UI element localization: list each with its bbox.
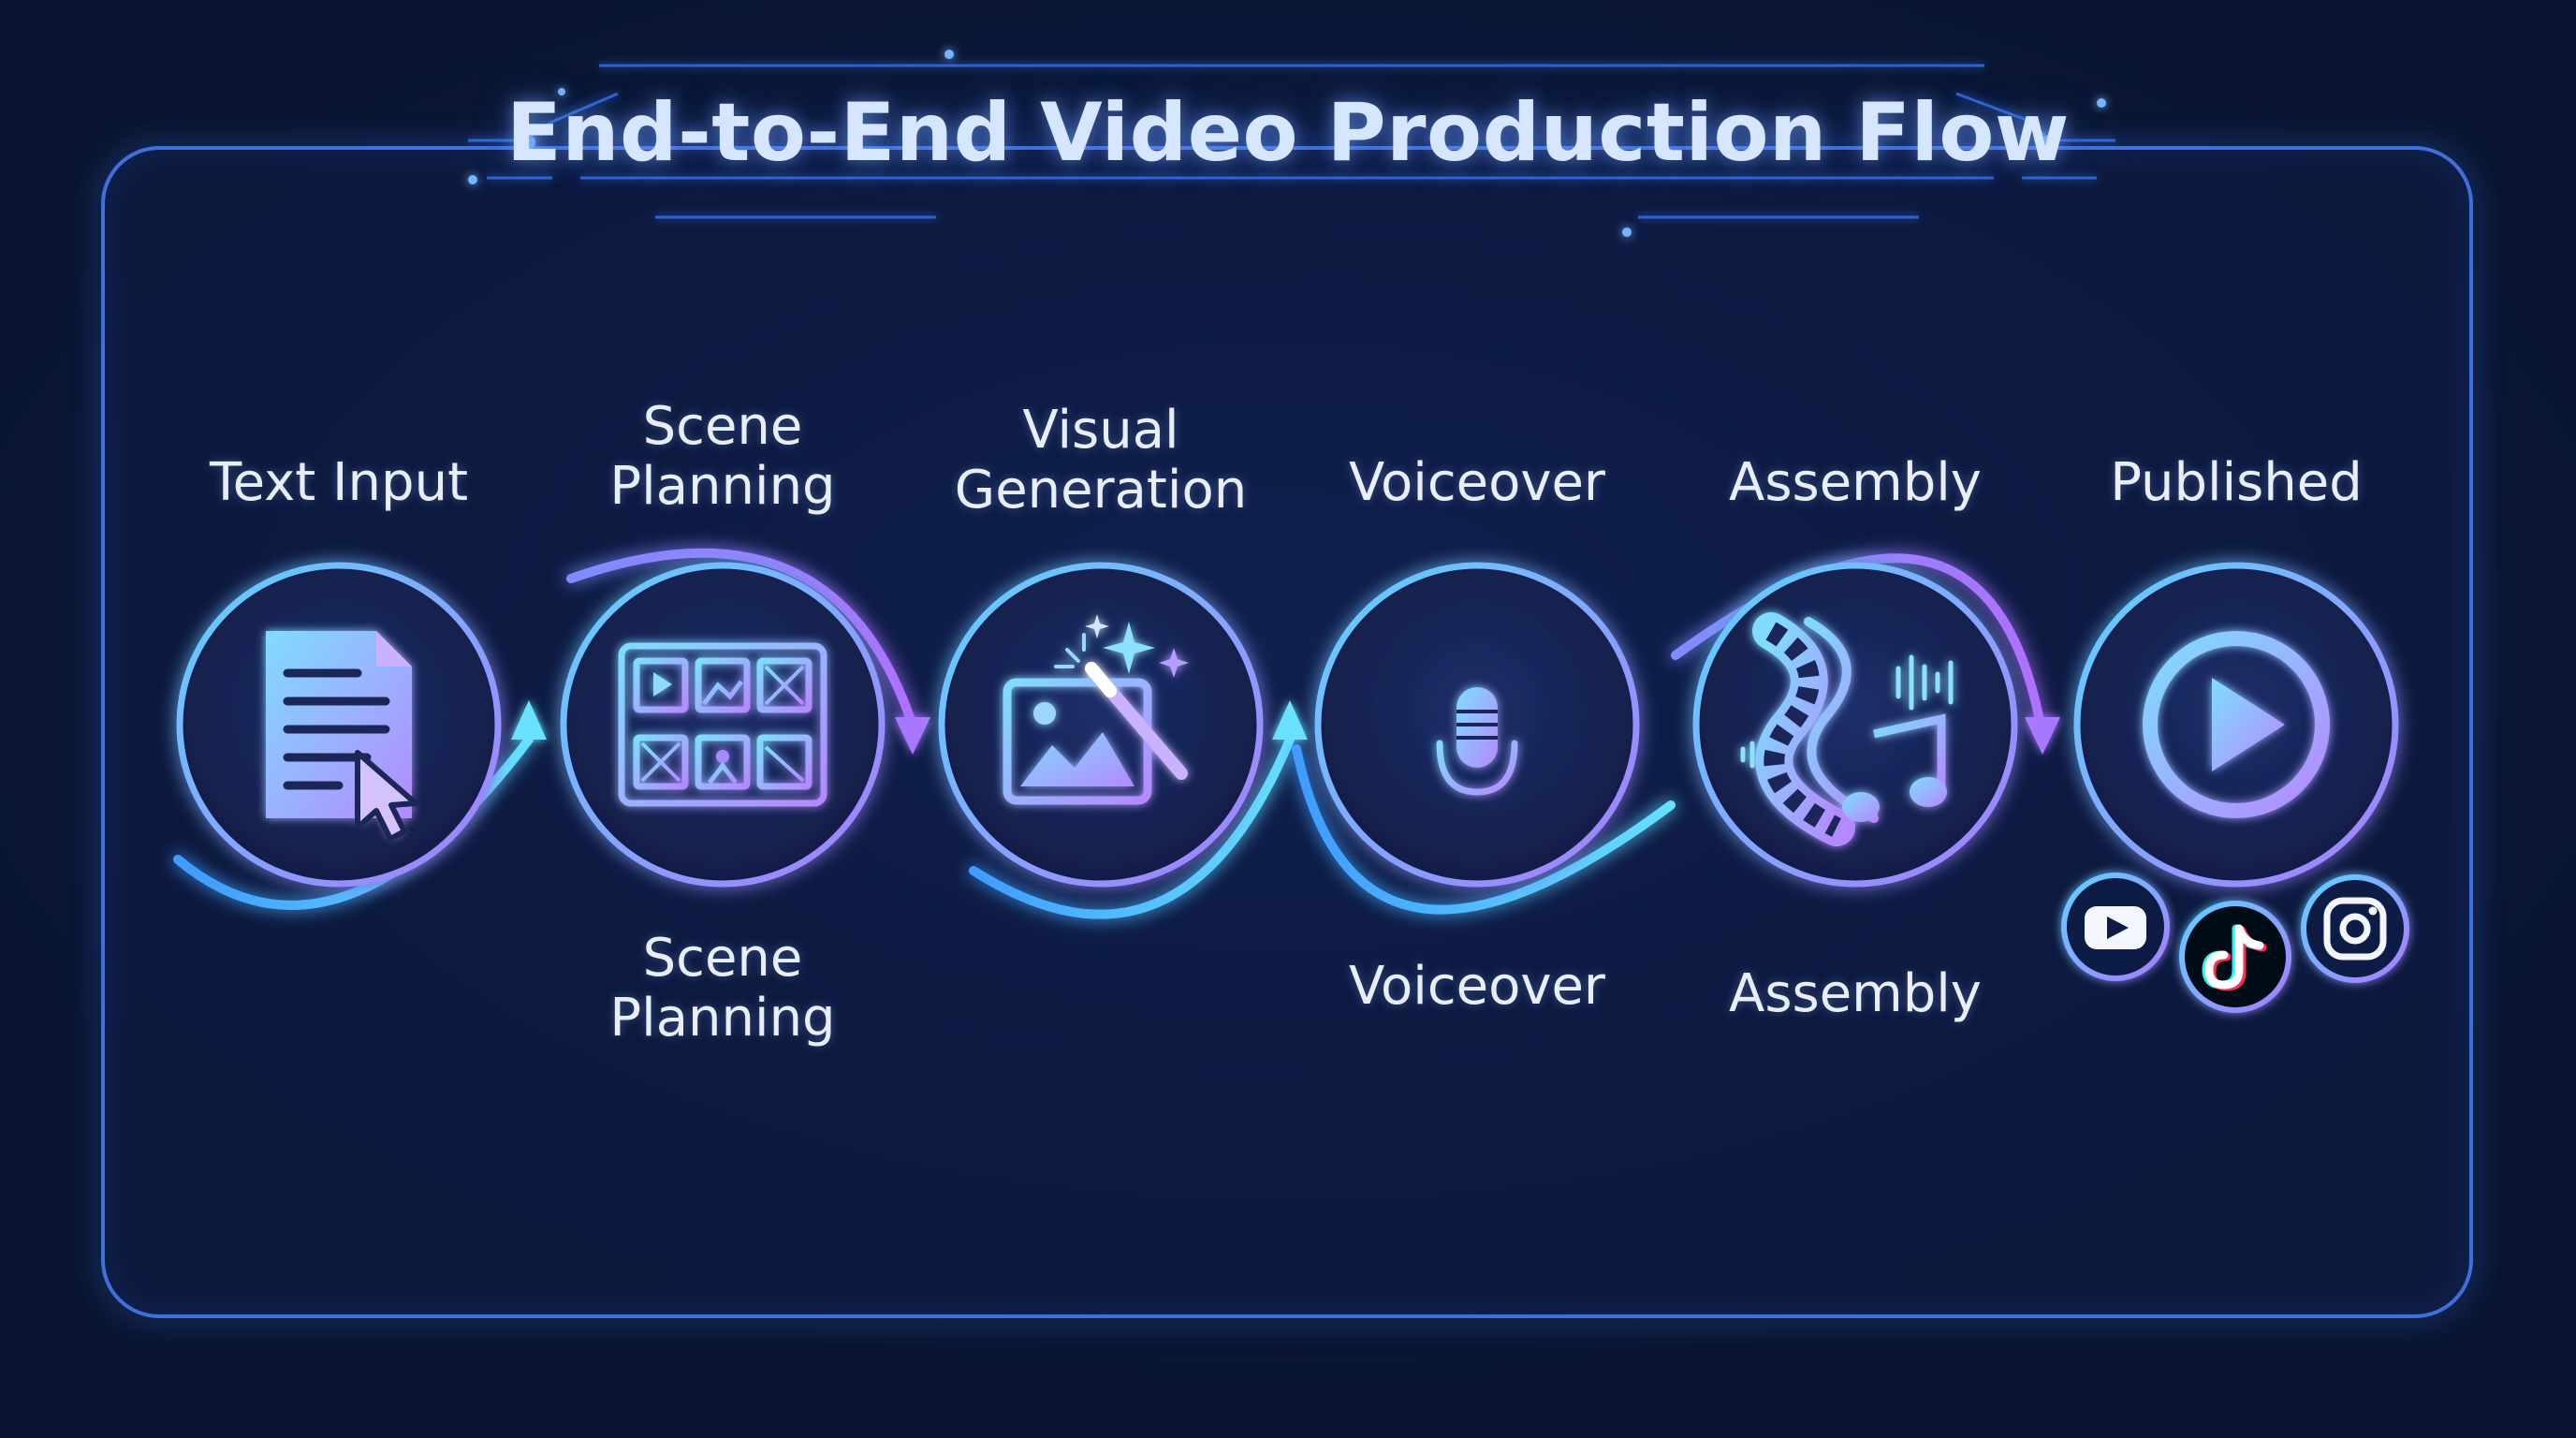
arrow-4 — [1292, 744, 1676, 915]
label-line: Published — [2110, 452, 2363, 513]
label-line: Assembly — [1729, 452, 1982, 513]
label-line: Text Input — [209, 452, 469, 513]
label-bottom-assembly: Assembly — [1659, 964, 2052, 1024]
label-line: Assembly — [1729, 963, 1982, 1024]
storyboard-icon — [618, 642, 827, 807]
diagram-title: End-to-End Video Production Flow — [506, 86, 2070, 180]
label-line: Planning — [609, 988, 836, 1049]
microphone-waveform-icon — [1362, 609, 1592, 828]
label-line: Scene — [642, 928, 803, 989]
label-top-assembly: Assembly — [1659, 453, 2052, 513]
arrowhead-2 — [895, 717, 930, 755]
arrow-2 — [566, 548, 917, 730]
step-circle-assembly — [1692, 562, 2018, 888]
label-line: Generation — [954, 460, 1248, 521]
play-button-icon — [2143, 631, 2330, 818]
label-top-scene-planning: Scene Planning — [526, 397, 919, 517]
step-circle-visual-generation — [938, 562, 1264, 888]
film-music-icon — [1740, 612, 1954, 846]
label-line: Planning — [609, 456, 836, 517]
step-circle-scene-planning — [560, 562, 886, 888]
label-line: Scene — [642, 396, 803, 457]
arrowhead-1 — [511, 700, 547, 740]
label-line: Voiceover — [1349, 452, 1605, 513]
arrowheads — [511, 700, 2060, 755]
label-bottom-scene-planning: Scene Planning — [526, 929, 919, 1049]
arrowhead-5 — [2025, 717, 2060, 755]
label-top-visual-generation: Visual Generation — [904, 401, 1297, 521]
tiktok-icon — [2179, 901, 2291, 1013]
label-bottom-voiceover: Voiceover — [1281, 957, 1674, 1017]
label-line: Visual — [1022, 400, 1179, 461]
arrow-3 — [969, 735, 1295, 919]
title-circuit-lines — [468, 64, 2115, 219]
label-line: Voiceover — [1349, 956, 1605, 1017]
label-top-text-input: Text Input — [142, 453, 535, 513]
label-top-published: Published — [2040, 453, 2433, 513]
document-cursor-icon — [266, 631, 418, 842]
platform-icons — [2061, 873, 2409, 1013]
label-top-voiceover: Voiceover — [1281, 453, 1674, 513]
title-circuit-nodes — [468, 50, 2106, 237]
youtube-icon — [2061, 873, 2170, 981]
image-magic-wand-icon — [1003, 614, 1189, 805]
arrowhead-3 — [1272, 700, 1308, 740]
instagram-icon — [2301, 874, 2409, 983]
